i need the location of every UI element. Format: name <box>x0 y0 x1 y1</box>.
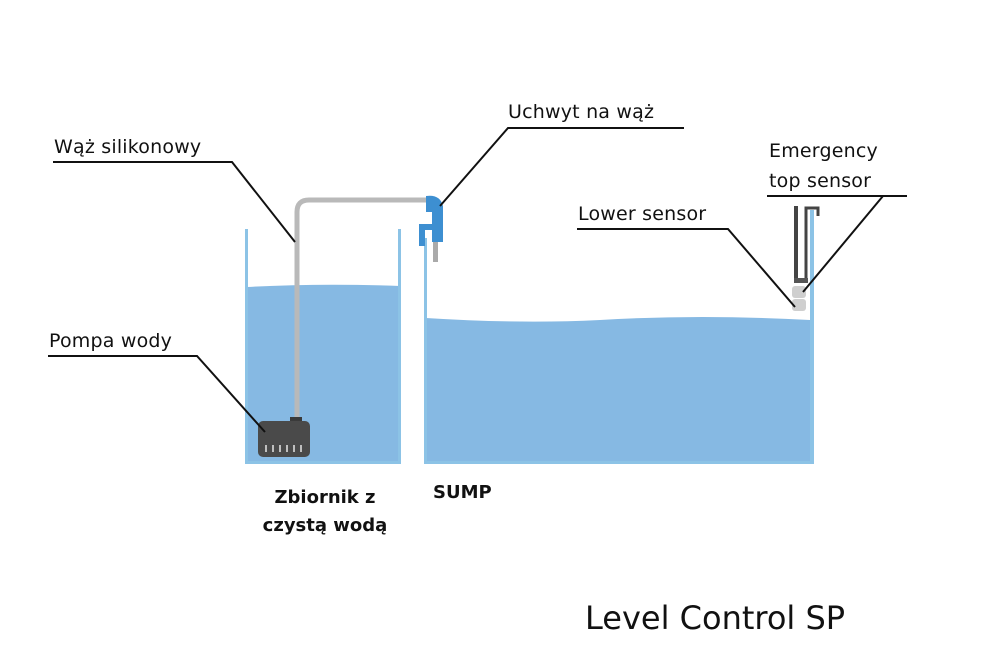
lower-sensor <box>792 299 806 311</box>
leader-hose <box>53 161 296 243</box>
hose-outlet <box>433 240 438 262</box>
label-clean-tank: Zbiornik z czystą wodą <box>240 484 410 540</box>
sump-tank <box>424 210 814 464</box>
water-pump <box>258 417 310 457</box>
label-pump: Pompa wody <box>49 330 173 352</box>
leader-lower-sensor <box>577 228 796 308</box>
label-clean-tank-line1: Zbiornik z <box>274 487 376 508</box>
leader-lines <box>48 127 907 433</box>
sensor-bracket-inner <box>794 206 798 282</box>
pump-body <box>258 421 310 457</box>
clean-tank-left-wall <box>245 229 248 464</box>
emergency-top-sensor <box>792 286 806 298</box>
clean-tank-bottom <box>245 461 401 464</box>
sump-water <box>426 317 810 462</box>
sump-left-wall <box>424 238 427 464</box>
page-title: Level Control SP <box>585 599 846 637</box>
sump-bottom <box>424 461 814 464</box>
label-sump: SUMP <box>433 482 492 503</box>
hose-holder <box>419 195 443 262</box>
sensor-bracket-hook <box>804 206 820 280</box>
label-emergency-line2: top sensor <box>769 170 872 192</box>
label-lower-sensor: Lower sensor <box>578 203 707 225</box>
sensor-bracket-base <box>794 278 808 283</box>
leader-pump <box>48 355 266 433</box>
pump-vents <box>265 445 302 452</box>
leader-hose-holder <box>439 127 684 207</box>
label-hose-holder: Uchwyt na wąż <box>508 101 655 123</box>
sensor-assembly <box>792 206 820 311</box>
label-clean-tank-line2: czystą wodą <box>262 515 388 536</box>
leader-emergency <box>767 195 907 293</box>
silicone-hose <box>294 197 430 420</box>
label-hose: Wąż silikonowy <box>54 136 202 158</box>
label-emergency-line1: Emergency <box>769 140 878 162</box>
pump-top <box>290 417 302 423</box>
sump-right-wall <box>810 210 814 464</box>
clean-tank-water <box>247 284 400 463</box>
hose-holder-body <box>419 195 443 246</box>
clean-water-tank <box>245 229 401 464</box>
clean-tank-right-wall <box>398 229 401 464</box>
